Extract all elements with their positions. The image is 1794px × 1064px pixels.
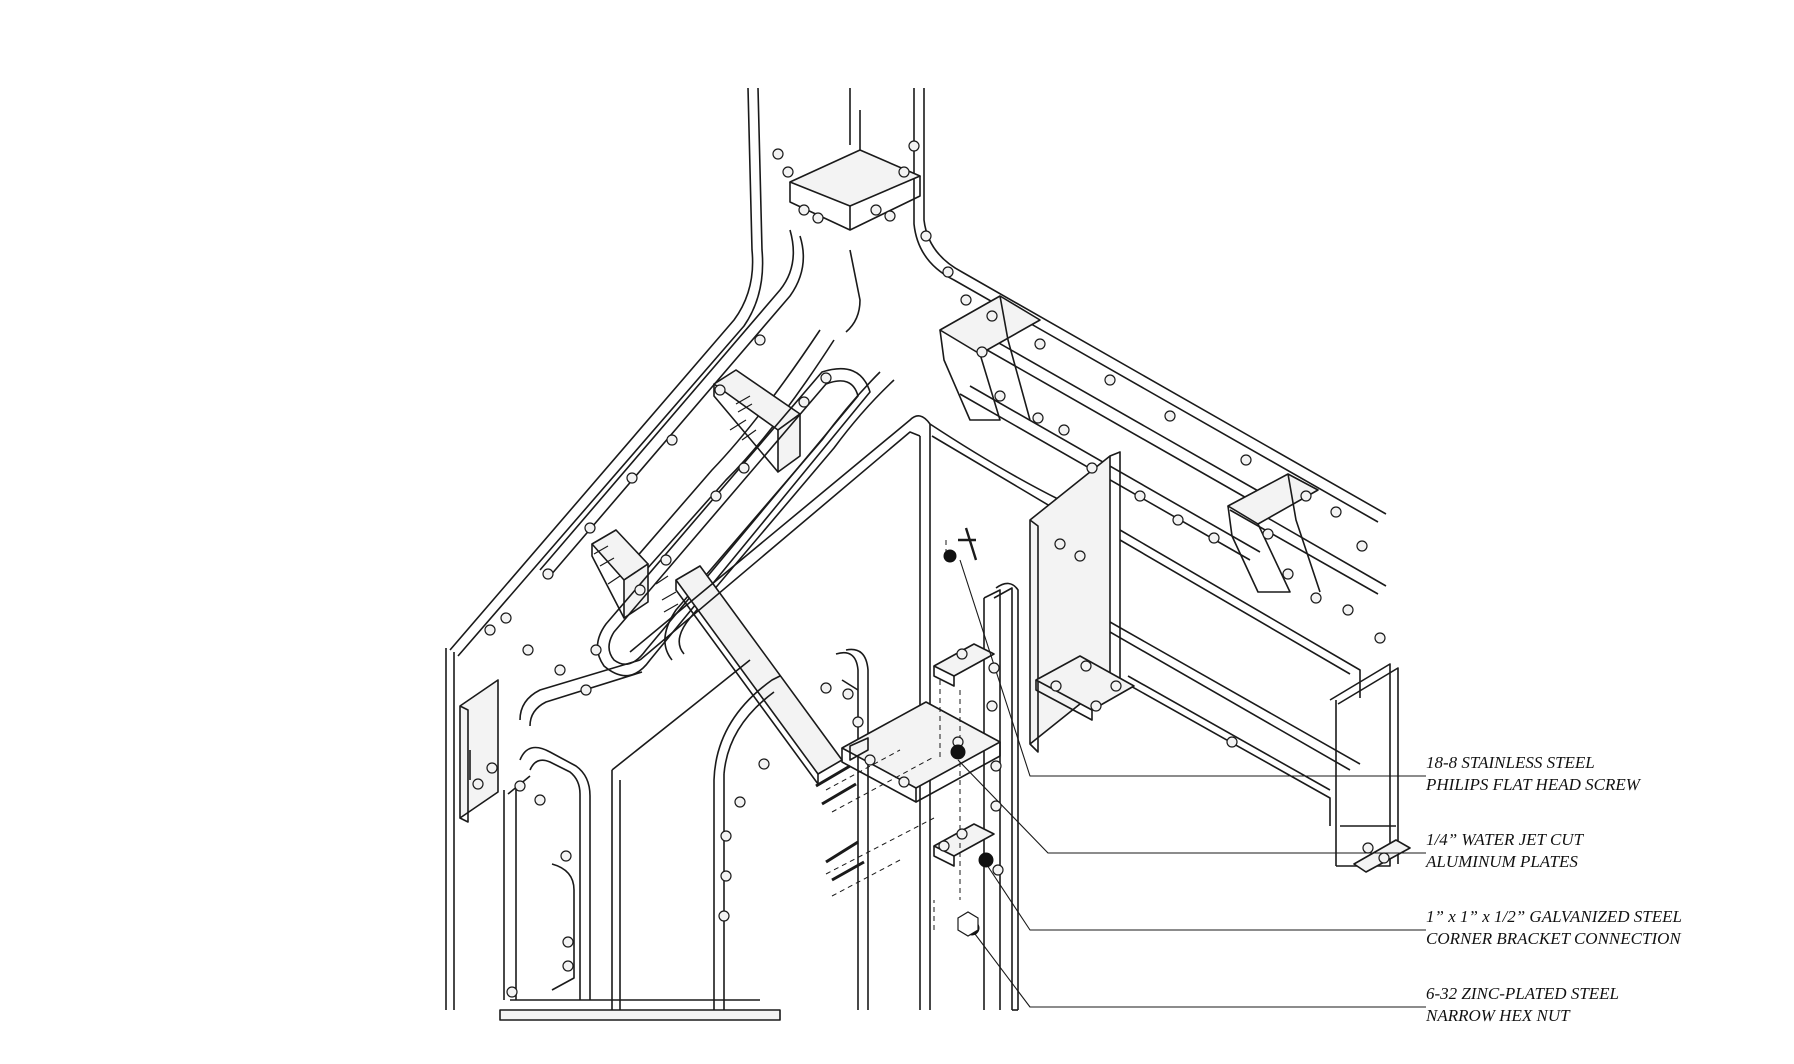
plate-marker-icon (950, 744, 966, 760)
stud-icon (729, 395, 757, 441)
central-corner-block (519, 415, 1071, 1010)
right-upper-rails (951, 321, 1387, 595)
stud-icon (815, 764, 865, 882)
right-lower-bracket (1035, 655, 1135, 721)
callout-plates-line1: 1/4” WATER JET CUT (1426, 830, 1584, 849)
callout-nut-line1: 6-32 ZINC-PLATED STEEL (1426, 984, 1620, 1003)
vertical-angle-bracket (983, 582, 1019, 1011)
center-bracket-plate (841, 701, 1001, 803)
callout-screw-line2: PHILIPS FLAT HEAD SCREW (1426, 775, 1640, 794)
bracket-marker-icon (978, 852, 994, 868)
left-panel (445, 648, 499, 1010)
right-upper-brackets (939, 295, 1321, 593)
stud-icon (593, 545, 679, 613)
callout-hex-nut: 6-32 ZINC-PLATED STEEL NARROW HEX NUT (1426, 983, 1619, 1027)
lower-middle-channel (713, 648, 869, 1010)
callout-plates-line2: ALUMINUM PLATES (1426, 852, 1578, 871)
callout-leader-lines (957, 559, 1426, 1008)
callout-corner-bracket: 1” x 1” x 1/2” GALVANIZED STEEL CORNER B… (1426, 906, 1682, 950)
callout-bracket-line1: 1” x 1” x 1/2” GALVANIZED STEEL (1426, 907, 1682, 926)
top-vertical-channel (449, 87, 1387, 657)
hex-nut-outline-icon (957, 911, 979, 937)
callout-nut-line2: NARROW HEX NUT (1426, 1006, 1570, 1025)
stud-icon (958, 527, 978, 561)
callout-screw-line1: 18-8 STAINLESS STEEL (1426, 753, 1595, 772)
lower-left-channel (503, 746, 591, 1000)
threaded-studs (593, 395, 979, 937)
exploded-view-guides (825, 540, 961, 930)
bolt-icon (472, 140, 1390, 998)
front-diagonal-plate (675, 565, 843, 785)
top-mount-plate (789, 149, 921, 231)
bolt-heads (472, 140, 1390, 998)
bottom-left-plate (499, 999, 781, 1021)
callout-aluminum-plates: 1/4” WATER JET CUT ALUMINUM PLATES (1426, 829, 1583, 873)
callout-bracket-line2: CORNER BRACKET CONNECTION (1426, 929, 1681, 948)
screw-icon (943, 549, 957, 563)
callout-screw: 18-8 STAINLESS STEEL PHILIPS FLAT HEAD S… (1426, 752, 1640, 796)
